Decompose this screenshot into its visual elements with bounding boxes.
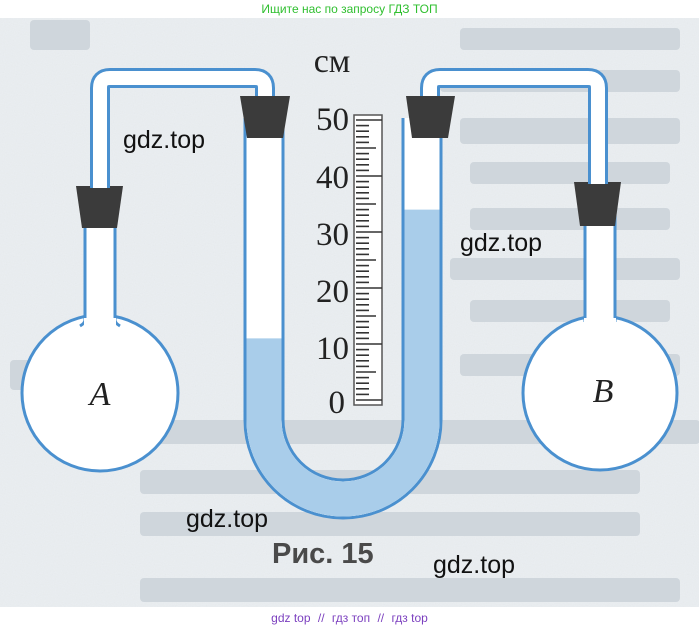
scale-label-40: 40 — [316, 160, 349, 196]
top-banner-link[interactable]: Ищите нас по запросу ГДЗ ТОП — [0, 0, 699, 18]
water-column — [246, 209, 440, 517]
scale-unit-label: см — [314, 43, 351, 80]
bottom-separator-2: // — [377, 611, 385, 625]
scale-label-30: 30 — [316, 217, 349, 253]
figure-caption: Рис. 15 — [272, 538, 374, 570]
flask-b-stopper — [574, 182, 621, 226]
flask-a — [20, 215, 180, 473]
flask-b-label: B — [593, 373, 614, 410]
flask-a-stopper — [76, 186, 123, 228]
bottom-link-3[interactable]: гдз top — [391, 611, 428, 625]
bottom-separator-1: // — [317, 611, 325, 625]
watermark-2: gdz.top — [460, 229, 543, 257]
watermark-3: gdz.top — [186, 505, 269, 533]
scale-ticks — [356, 119, 382, 401]
scale-label-20: 20 — [316, 274, 349, 310]
bottom-link-1[interactable]: gdz top — [271, 611, 311, 625]
scale-label-0: 0 — [329, 385, 346, 421]
watermark-1: gdz.top — [123, 126, 206, 154]
u-tube-right-stopper — [406, 96, 455, 138]
bottom-link-2[interactable]: гдз топ — [331, 611, 371, 625]
watermark-4: gdz.top — [433, 551, 516, 579]
scale-label-50: 50 — [316, 102, 349, 138]
bottom-banner: gdz top // гдз топ // гдз top — [0, 607, 699, 630]
scale-label-10: 10 — [316, 331, 349, 367]
flask-a-label: A — [88, 376, 111, 413]
u-tube-manometer-figure: см 50 40 30 20 10 0 A B — [0, 18, 699, 607]
flask-b — [521, 215, 679, 472]
u-tube-left-stopper — [240, 96, 290, 138]
